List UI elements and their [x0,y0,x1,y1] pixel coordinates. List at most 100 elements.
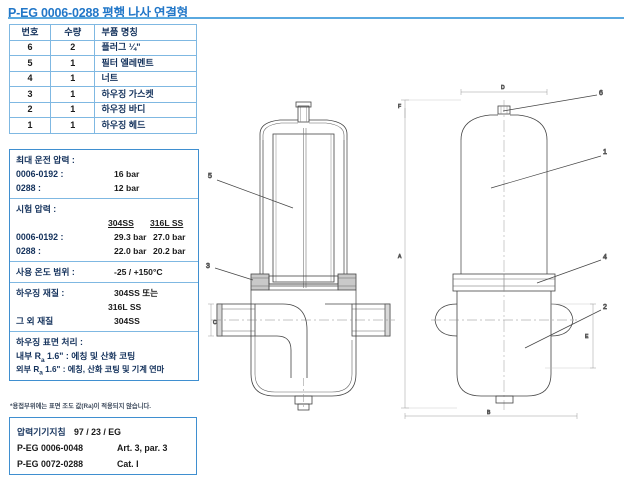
spec-section-max-pressure: 최대 운전 압력 : 0006-0192 : 16 bar 0288 : 12 … [10,150,198,199]
max-pressure-model-1-value: 16 bar [114,169,140,179]
test-pressure-model-1-316lss: 27.0 bar [153,232,186,242]
callout-label-6: 6 [599,90,603,97]
dimension-D: D [460,85,548,95]
part-name: 하우징 헤드 [94,117,197,134]
directive-label: 압력기기지침 [17,427,66,437]
column-header-number: 번호 [9,24,51,41]
inner-subscript: a [40,356,45,364]
part-name: 하우징 가스켓 [94,86,197,103]
part-number: 2 [9,101,51,118]
callout-3: 3 [206,263,254,281]
compliance-category-2: Cat. I [117,459,139,469]
housing-material-label: 하우징 재질 : [16,288,65,298]
spec-section-material: 하우징 재질 : 304SS 또는 316L SS 그 외 재질 304SS [10,283,198,332]
outer-subscript: a [39,369,43,377]
column-header-part-name: 부품 명칭 [94,24,197,41]
inner-prefix: 내부 R [16,351,41,361]
temperature-range-value: -25 / +150°C [114,267,163,277]
surface-roughness-footnote: *용접부위에는 표면 조도 값(Ra)이 적용되지 않습니다. [10,403,152,410]
dimension-F: F [398,104,406,118]
other-material-value: 304SS [114,316,140,326]
part-quantity: 1 [49,70,96,87]
part-name: 필터 엘레멘트 [94,55,197,72]
part-quantity: 1 [49,101,96,118]
outer-rest: 1.6" : 에칭, 산화 코팅 및 기계 연마 [42,365,165,374]
test-pressure-col-316lss: 316L SS [150,218,184,228]
max-pressure-model-1-label: 0006-0192 : [16,169,64,179]
spec-section-test-pressure: 시험 압력 : 304SS 316L SS 0006-0192 : 29.3 b… [10,199,198,262]
max-pressure-model-2-value: 12 bar [114,183,140,193]
dimension-A: A [398,99,461,409]
callout-5: 5 [208,173,294,209]
test-pressure-model-1-label: 0006-0192 : [16,232,64,242]
table-row: 1 1 하우징 헤드 [9,117,197,134]
test-pressure-model-2-304ss: 22.0 bar [114,246,147,256]
callout-label-4: 4 [603,254,607,261]
part-number: 5 [9,55,51,72]
other-material-label: 그 외 재질 [16,316,54,326]
dimension-label-F: F [398,104,401,110]
callout-4: 4 [536,254,607,284]
surface-treatment-label: 하우징 표면 처리 : [16,337,83,347]
drawing-svg: 5 3 C [206,85,607,419]
part-quantity: 1 [49,117,96,134]
housing-material-value-line2: 316L SS [108,302,142,312]
part-quantity: 1 [49,55,96,72]
part-number: 3 [9,86,51,103]
compliance-box: 압력기기지침 97 / 23 / EG P-EG 0006-0048 Art. … [9,417,197,475]
dimension-label-C: C [213,320,217,326]
table-row: 4 1 너트 [9,70,197,87]
page-header: P-EG 0006-0288 평행 나사 연결형 [8,2,632,21]
callout-label-1: 1 [603,149,607,156]
callout-1: 1 [490,149,607,189]
dimension-label-B: B [487,410,491,416]
technical-drawing: 5 3 C [205,78,637,423]
section-view: 5 3 C [206,101,395,411]
spec-section-surface-treatment: 하우징 표면 처리 : 내부 Ra 1.6" : 에칭 및 산화 코팅 외부 R… [10,332,198,380]
page-title: P-EG 0006-0288 평행 나사 연결형 [8,6,188,20]
compliance-model-1: P-EG 0006-0048 [17,443,84,453]
part-name: 하우징 바디 [94,101,197,118]
test-pressure-model-2-316lss: 20.2 bar [153,246,186,256]
spec-section-temperature: 사용 온도 범위 : -25 / +150°C [10,262,198,283]
title-divider [8,17,624,19]
max-pressure-model-2-label: 0288 : [16,183,41,193]
part-number: 4 [9,70,51,87]
surface-treatment-outer: 외부 Ra 1.6" : 에칭, 산화 코팅 및 기계 연마 [10,363,198,377]
outer-prefix: 외부 R [16,365,40,374]
part-number: 6 [9,39,51,56]
callout-2: 2 [524,304,607,349]
part-quantity: 1 [49,86,96,103]
temperature-range-label: 사용 온도 범위 : [16,267,75,277]
elevation-view: 6 1 4 2 [431,90,607,410]
inner-rest: 1.6" : 에칭 및 산화 코팅 [44,351,136,361]
part-name: 플러그 ¼" [94,39,197,56]
part-number: 1 [9,117,51,134]
table-row: 6 2 플러그 ¼" [9,39,197,56]
specifications-table: 최대 운전 압력 : 0006-0192 : 16 bar 0288 : 12 … [9,149,199,381]
table-row: 2 1 하우징 바디 [9,101,197,118]
dimension-C: C [208,303,217,337]
callout-6: 6 [502,90,603,112]
dimension-E: E [545,303,596,369]
table-header-row: 번호 수량 부품 명칭 [9,24,197,41]
parts-table: 번호 수량 부품 명칭 6 2 플러그 ¼" 5 1 필터 엘레멘트 4 1 너… [9,24,197,134]
compliance-model-2: P-EG 0072-0288 [17,459,84,469]
dimension-label-E: E [585,334,589,340]
test-pressure-model-1-304ss: 29.3 bar [114,232,147,242]
dimension-label-D: D [501,85,505,91]
part-quantity: 2 [49,39,96,56]
callout-label-2: 2 [603,304,607,311]
part-name: 너트 [94,70,197,87]
callout-label-3: 3 [206,263,210,270]
test-pressure-label: 시험 압력 : [16,204,57,214]
callout-label-5: 5 [208,173,212,180]
compliance-category-1: Art. 3, par. 3 [117,443,168,453]
table-row: 5 1 필터 엘레멘트 [9,55,197,72]
directive-value: 97 / 23 / EG [74,427,121,437]
dimension-label-A: A [398,254,402,260]
surface-treatment-inner: 내부 Ra 1.6" : 에칭 및 산화 코팅 [10,349,198,364]
max-pressure-label: 최대 운전 압력 : [16,155,75,165]
column-header-quantity: 수량 [49,24,96,41]
